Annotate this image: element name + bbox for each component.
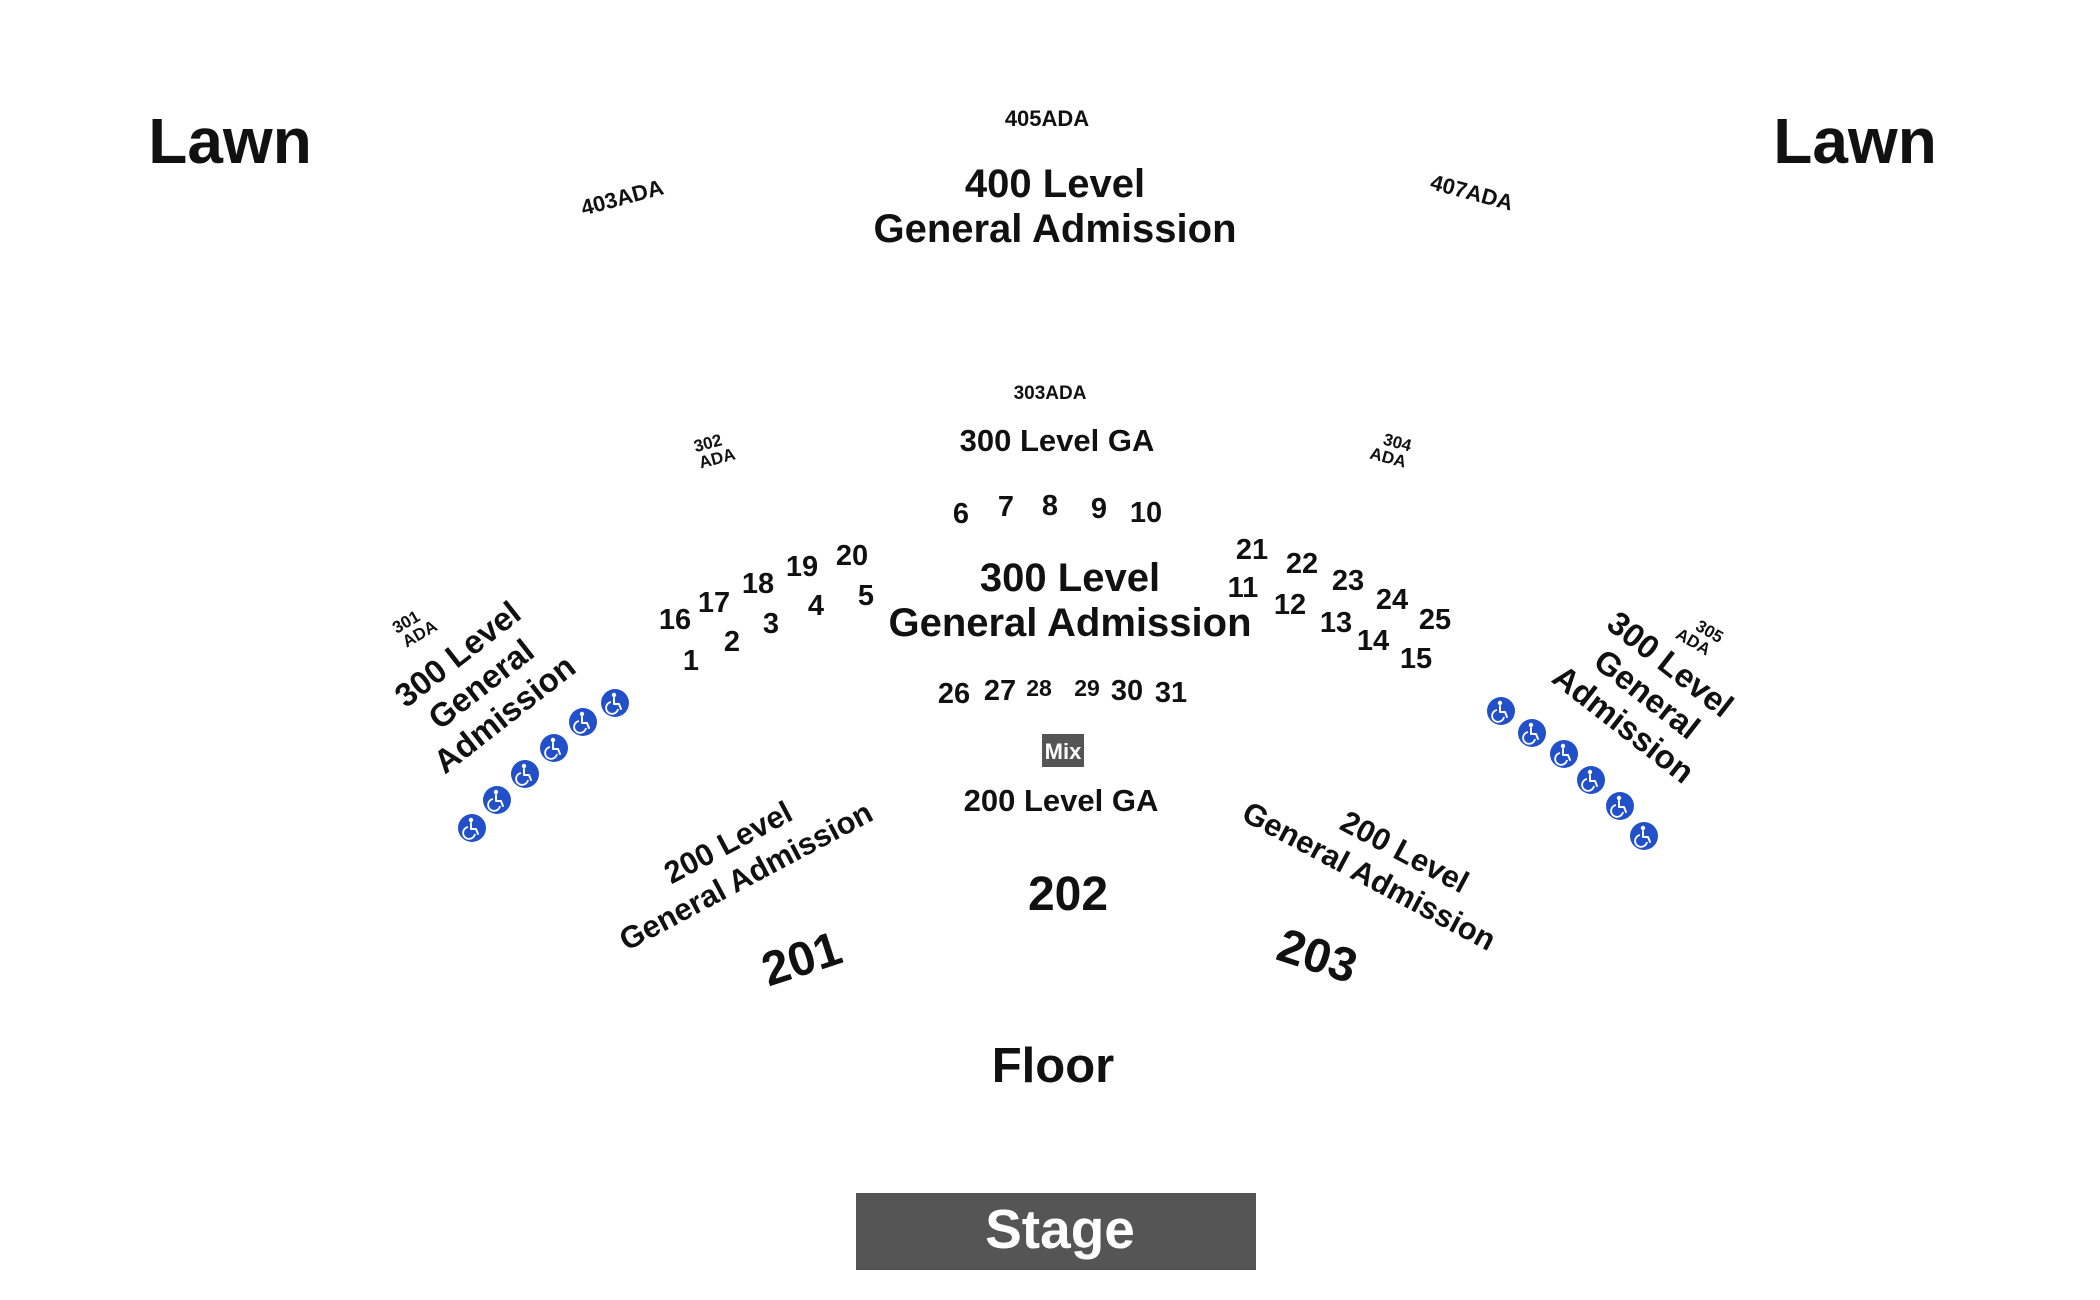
wheelchair-icon[interactable] bbox=[540, 734, 568, 762]
box-22[interactable]: 22 bbox=[1286, 548, 1318, 580]
mix-label: Mix bbox=[1045, 739, 1082, 764]
section-303ada[interactable]: 303ADA bbox=[1014, 383, 1087, 404]
box-11[interactable]: 11 bbox=[1228, 572, 1259, 604]
box-31[interactable]: 31 bbox=[1155, 677, 1187, 709]
section-203[interactable]: 203 bbox=[1271, 919, 1364, 994]
box-25[interactable]: 25 bbox=[1419, 604, 1451, 636]
wheelchair-icon[interactable] bbox=[601, 689, 629, 717]
wheelchair-icon[interactable] bbox=[1606, 792, 1634, 820]
wheelchair-icon[interactable] bbox=[1518, 719, 1546, 747]
box-26[interactable]: 26 bbox=[938, 678, 970, 710]
box-19[interactable]: 19 bbox=[786, 551, 818, 583]
box-10[interactable]: 10 bbox=[1130, 497, 1162, 529]
box-2[interactable]: 2 bbox=[724, 626, 740, 658]
level300-center-title[interactable]: 300 Level bbox=[980, 556, 1160, 600]
section-407ada[interactable]: 407ADA bbox=[1428, 169, 1516, 215]
wheelchair-icon[interactable] bbox=[483, 786, 511, 814]
section-301ada[interactable]: 301 ADA bbox=[389, 602, 440, 652]
section-202[interactable]: 202 bbox=[1028, 868, 1108, 921]
wheelchair-icon[interactable] bbox=[1630, 822, 1658, 850]
wheelchair-icon[interactable] bbox=[511, 760, 539, 788]
section-304ada[interactable]: 304 ADA bbox=[1368, 427, 1414, 472]
level200-left-label[interactable]: 200 Level General Admission bbox=[596, 761, 879, 958]
box-18[interactable]: 18 bbox=[742, 568, 774, 600]
box-seats: 1 2 3 4 5 6 7 8 9 10 11 12 13 14 15 16 1… bbox=[659, 490, 1451, 710]
box-6[interactable]: 6 bbox=[953, 498, 969, 530]
box-12[interactable]: 12 bbox=[1274, 589, 1306, 621]
box-16[interactable]: 16 bbox=[659, 604, 691, 636]
floor-section[interactable]: Floor bbox=[992, 1039, 1114, 1093]
ada-icons-left bbox=[458, 689, 629, 842]
wheelchair-icon[interactable] bbox=[569, 708, 597, 736]
box-17[interactable]: 17 bbox=[698, 587, 730, 619]
stage-label: Stage bbox=[985, 1198, 1135, 1260]
box-23[interactable]: 23 bbox=[1332, 565, 1364, 597]
mix-box bbox=[1042, 734, 1084, 767]
box-8[interactable]: 8 bbox=[1042, 490, 1058, 522]
box-21[interactable]: 21 bbox=[1236, 534, 1268, 566]
level300-ga-label[interactable]: 300 Level GA bbox=[960, 423, 1155, 458]
box-4[interactable]: 4 bbox=[808, 590, 824, 622]
level400-title[interactable]: 400 Level bbox=[965, 162, 1145, 206]
level300-center-subtitle[interactable]: General Admission bbox=[888, 601, 1251, 645]
wheelchair-icon[interactable] bbox=[1550, 740, 1578, 768]
section-201[interactable]: 201 bbox=[756, 922, 849, 997]
section-302ada[interactable]: 302 ADA bbox=[692, 428, 738, 473]
box-5[interactable]: 5 bbox=[858, 580, 874, 612]
level400-subtitle[interactable]: General Admission bbox=[873, 207, 1236, 251]
wheelchair-icon[interactable] bbox=[1487, 697, 1515, 725]
box-15[interactable]: 15 bbox=[1400, 643, 1432, 675]
box-27[interactable]: 27 bbox=[984, 675, 1016, 707]
box-9[interactable]: 9 bbox=[1091, 493, 1107, 525]
box-29[interactable]: 29 bbox=[1074, 675, 1100, 701]
box-7[interactable]: 7 bbox=[998, 491, 1014, 523]
lawn-left-label[interactable]: Lawn bbox=[148, 105, 312, 177]
box-3[interactable]: 3 bbox=[763, 608, 779, 640]
box-28[interactable]: 28 bbox=[1026, 675, 1052, 701]
section-403ada[interactable]: 403ADA bbox=[578, 174, 666, 220]
box-1[interactable]: 1 bbox=[683, 645, 699, 677]
box-30[interactable]: 30 bbox=[1111, 675, 1143, 707]
level200-ga-label[interactable]: 200 Level GA bbox=[964, 783, 1159, 818]
lawn-right-label[interactable]: Lawn bbox=[1773, 105, 1937, 177]
stage-box bbox=[856, 1193, 1256, 1270]
box-24[interactable]: 24 bbox=[1376, 584, 1408, 616]
section-405ada[interactable]: 405ADA bbox=[1005, 106, 1089, 131]
wheelchair-icon[interactable] bbox=[1577, 766, 1605, 794]
box-14[interactable]: 14 bbox=[1357, 625, 1389, 657]
box-13[interactable]: 13 bbox=[1320, 607, 1352, 639]
wheelchair-icon[interactable] bbox=[458, 814, 486, 842]
box-20[interactable]: 20 bbox=[836, 540, 868, 572]
ada-icons-right bbox=[1487, 697, 1658, 850]
level200-right-label[interactable]: 200 Level General Admission bbox=[1237, 761, 1520, 958]
